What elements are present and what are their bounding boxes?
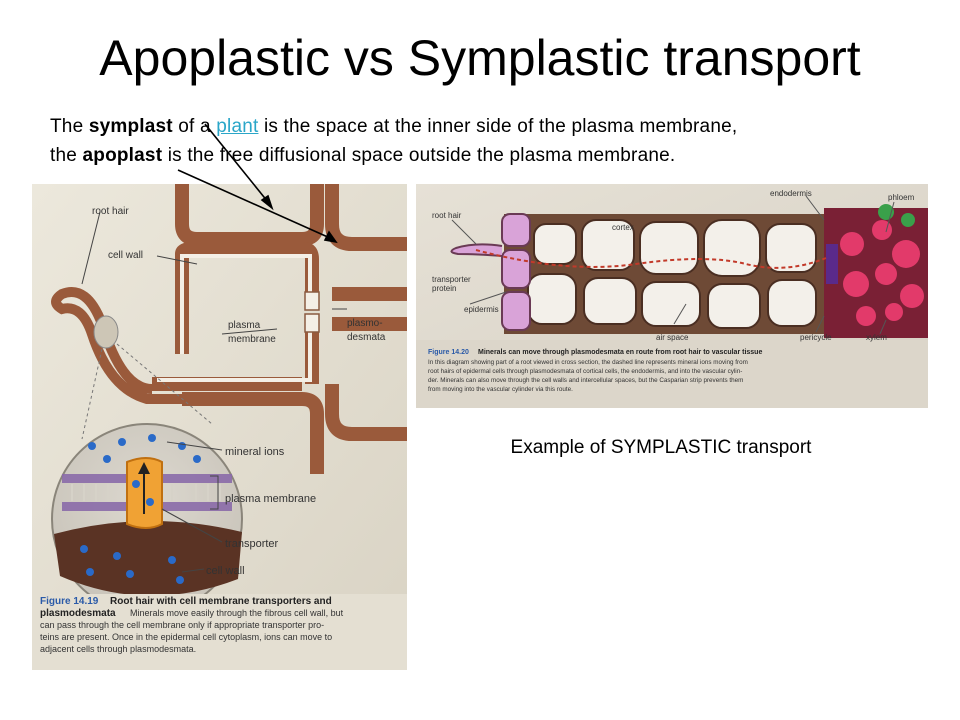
plant-link[interactable]: plant	[216, 116, 259, 137]
membrane-cutaway	[51, 423, 243, 615]
slide-title: Apoplastic vs Symplastic transport	[99, 30, 861, 86]
intro-text: The symplast of a plant is the space at …	[50, 112, 930, 170]
intro-line-1: The symplast of a plant is the space at …	[50, 116, 738, 137]
symplast-term: symplast	[88, 116, 173, 137]
apoplast-term: apoplast	[82, 145, 163, 166]
symplastic-caption: Example of SYMPLASTIC transport	[510, 437, 812, 458]
figure-14-20-photo	[416, 184, 928, 408]
figure-14-19-photo	[32, 184, 407, 670]
intro-line-2: the apoplast is the free diffusional spa…	[50, 145, 676, 166]
